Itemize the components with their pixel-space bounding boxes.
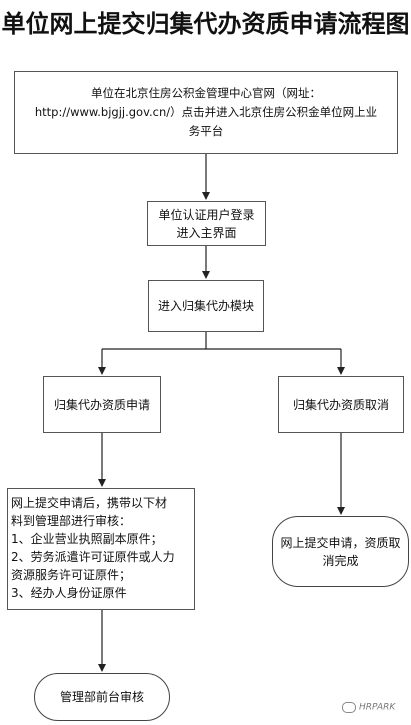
- step-visit-website-line1: 单位在北京住房公积金管理中心官网（网址：: [91, 86, 321, 100]
- materials-line4: 2、劳务派遣许可证原件或人力: [11, 550, 175, 564]
- step-visit-website-line2: http://www.bjgjj.gov.cn/）点击并进入北京住房公积金单位网…: [34, 105, 378, 119]
- step-visit-website-line3: 务平台: [188, 124, 224, 138]
- branch-apply: 归集代办资质申请: [43, 376, 161, 433]
- page-title: 单位网上提交归集代办资质申请流程图: [1, 10, 410, 38]
- branch-apply-label: 归集代办资质申请: [53, 397, 150, 412]
- step-login-line2: 进入主界面: [176, 225, 237, 240]
- cancel-complete-line1: 网上提交申请，资质取: [280, 535, 401, 550]
- chat-bubble-icon: [342, 702, 356, 713]
- branch-cancel-label: 归集代办资质取消: [292, 397, 389, 412]
- step-login-line1: 单位认证用户登录: [158, 207, 255, 222]
- materials-line6: 3、经办人身份证原件: [11, 586, 127, 600]
- materials-line1: 网上提交申请后，携带以下材: [11, 496, 168, 510]
- cancel-complete: 网上提交申请，资质取 消完成: [272, 516, 409, 587]
- cancel-complete-line2: 消完成: [322, 553, 359, 568]
- step-enter-module-label: 进入归集代办模块: [157, 299, 254, 313]
- materials-box: 网上提交申请后，携带以下材 料到管理部进行审核： 1、企业营业执照副本原件； 2…: [7, 488, 195, 610]
- watermark-text: HRPARK: [359, 702, 396, 713]
- step-enter-module: 进入归集代办模块: [148, 280, 264, 332]
- step-login: 单位认证用户登录 进入主界面: [147, 201, 266, 246]
- step-visit-website: 单位在北京住房公积金管理中心官网（网址： http://www.bjgjj.go…: [14, 71, 398, 154]
- branch-cancel: 归集代办资质取消: [278, 376, 404, 433]
- front-desk-review-label: 管理部前台审核: [59, 690, 144, 704]
- watermark: HRPARK: [342, 702, 395, 713]
- front-desk-review: 管理部前台审核: [34, 673, 170, 721]
- materials-line3: 1、企业营业执照副本原件；: [11, 532, 163, 546]
- materials-line2: 料到管理部进行审核：: [11, 514, 132, 528]
- materials-line5: 资源服务许可证原件；: [11, 568, 132, 582]
